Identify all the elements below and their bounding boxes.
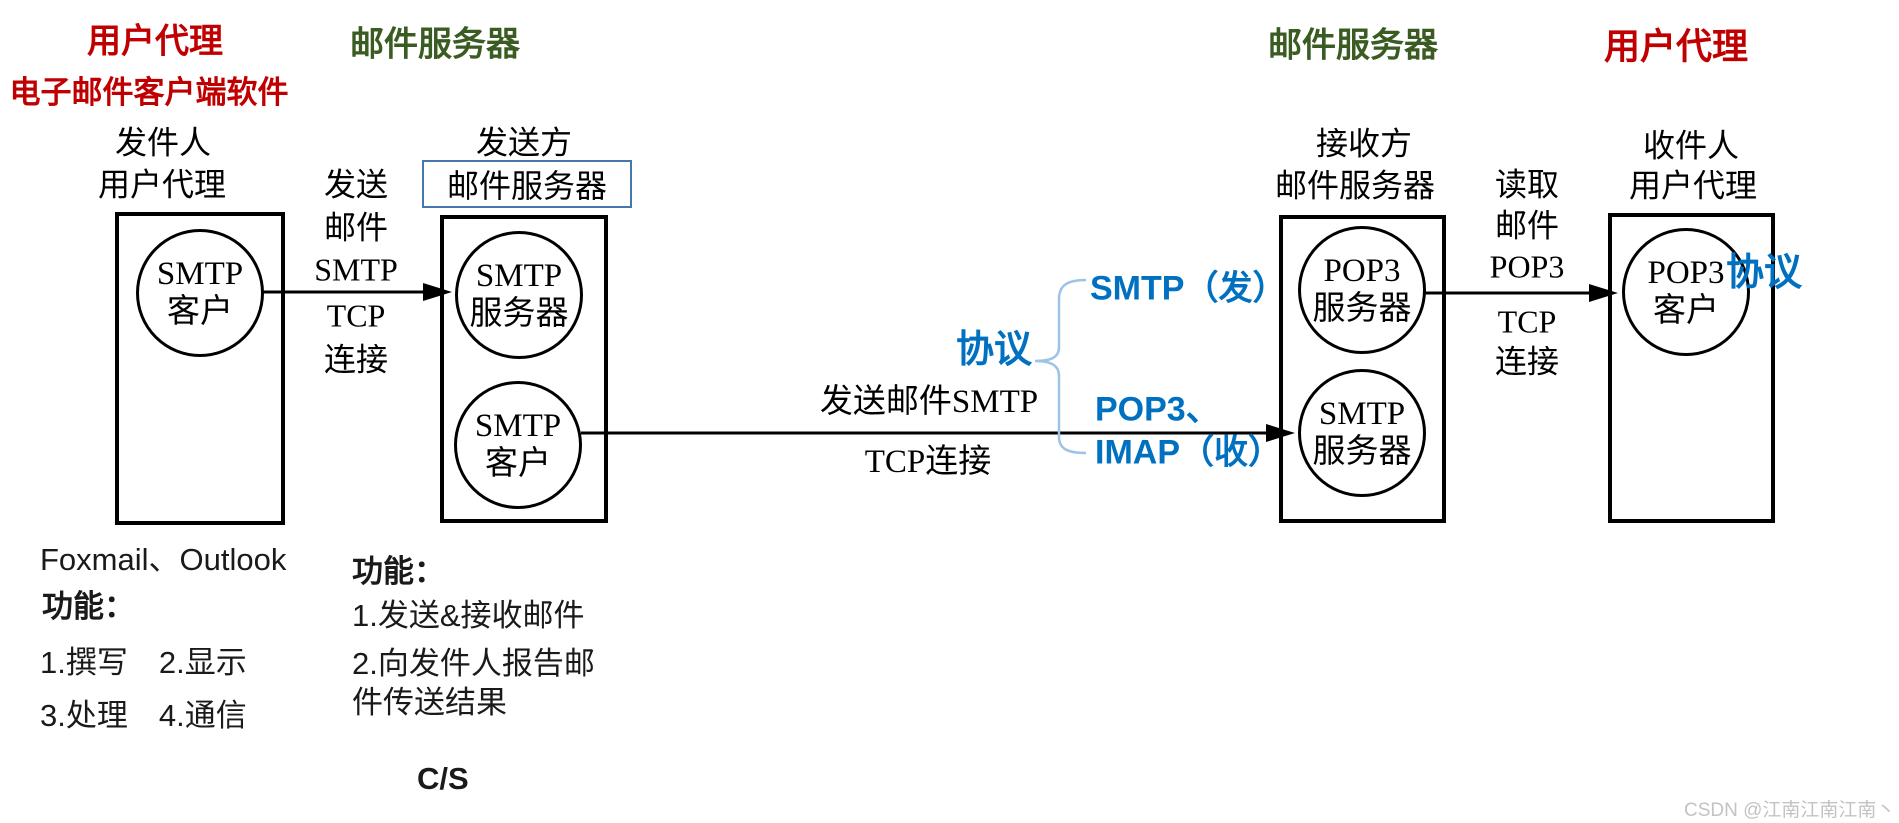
sending-server-caption-box: 邮件服务器 — [422, 160, 632, 208]
receiving-server-caption-line2: 邮件服务器 — [1274, 167, 1436, 204]
long-link-label-above: 发送邮件SMTP — [819, 384, 1039, 421]
sending-server-box — [440, 215, 608, 523]
sending-server-caption-line2: 邮件服务器 — [446, 168, 607, 204]
agent-functions-row1: 1.撰写 2.显示 — [40, 645, 247, 681]
read-link-label-2: 邮件 — [1494, 207, 1560, 244]
sender-agent-box — [115, 212, 285, 525]
receiving-server-caption-line1: 接收方 — [1315, 125, 1413, 162]
sender-agent-caption-line2: 用户代理 — [97, 166, 227, 203]
protocol-recv-label-line1: POP3、 — [1095, 390, 1220, 429]
header-user-agent-right: 用户代理 — [1603, 25, 1749, 67]
protocol-brace-label: 协议 — [955, 329, 1033, 372]
receiving-server-box — [1279, 215, 1446, 523]
circle-label: POP3 — [1647, 255, 1725, 291]
pop3-server-circle-receiving-server: POP3 服务器 — [1298, 226, 1426, 354]
circle-label: 客户 — [485, 446, 551, 482]
server-functions-row1: 1.发送&接收邮件 — [352, 598, 585, 634]
circle-label: SMTP — [474, 408, 562, 444]
sender-agent-caption-line1: 发件人 — [114, 124, 212, 161]
send-link-label-2: 邮件 — [323, 209, 389, 246]
agent-functions-row2: 3.处理 4.通信 — [40, 698, 247, 734]
circle-label: 服务器 — [469, 296, 569, 332]
circle-label: SMTP — [156, 256, 244, 292]
protocol-brace — [1034, 278, 1087, 455]
header-mail-server-right: 邮件服务器 — [1268, 26, 1438, 65]
server-functions-row2: 2.向发件人报告邮 — [352, 646, 595, 682]
receiver-agent-caption-line2: 用户代理 — [1628, 167, 1758, 204]
protocol-label-right: 协议 — [1726, 252, 1803, 295]
smtp-client-circle-sending-server: SMTP 客户 — [454, 381, 582, 509]
send-link-label-3: SMTP — [314, 251, 398, 288]
smtp-client-circle-sender-agent: SMTP 客户 — [136, 229, 264, 357]
circle-label: 服务器 — [1312, 291, 1412, 327]
server-functions-row3: 件传送结果 — [352, 685, 507, 721]
agent-apps-note: Foxmail、Outlook — [40, 542, 287, 578]
read-link-label-5: 连接 — [1494, 343, 1560, 380]
header-mail-server-left: 邮件服务器 — [350, 25, 520, 64]
smtp-server-circle-receiving-server: SMTP 服务器 — [1298, 369, 1426, 497]
protocol-send-label: SMTP（发） — [1090, 269, 1287, 308]
send-link-label-5: 连接 — [323, 341, 389, 378]
smtp-send-arrow-head — [423, 283, 452, 301]
header-user-agent-left: 用户代理 — [87, 22, 223, 61]
long-link-label-below: TCP连接 — [864, 444, 992, 481]
watermark: CSDN @江南江南江南丶 — [1684, 800, 1896, 821]
send-link-label-4: TCP — [326, 297, 386, 334]
smtp-server-circle-sending-server: SMTP 服务器 — [455, 231, 583, 359]
header-email-client-software: 电子邮件客户端软件 — [9, 75, 289, 111]
circle-label: 服务器 — [1312, 434, 1412, 470]
circle-label: 客户 — [167, 294, 233, 330]
agent-functions-title: 功能： — [42, 589, 135, 625]
read-link-label-3: POP3 — [1489, 248, 1565, 285]
server-functions-title: 功能： — [352, 554, 445, 590]
circle-label: 客户 — [1653, 293, 1719, 329]
circle-label: POP3 — [1323, 253, 1401, 289]
cs-model-label: C/S — [417, 761, 469, 797]
receiver-agent-caption-line1: 收件人 — [1642, 127, 1740, 164]
receiver-agent-box — [1608, 213, 1775, 523]
read-link-label-1: 读取 — [1494, 166, 1560, 203]
read-link-label-4: TCP — [1497, 303, 1557, 340]
pop3-client-circle-receiver-agent: POP3 客户 — [1622, 228, 1750, 356]
protocol-recv-label-line2: IMAP（收） — [1095, 433, 1282, 472]
circle-label: SMTP — [1318, 396, 1406, 432]
circle-label: SMTP — [475, 258, 563, 294]
pop3-read-arrow-head — [1589, 284, 1618, 302]
send-link-label-1: 发送 — [323, 166, 389, 203]
sending-server-caption-line1: 发送方 — [475, 124, 573, 161]
